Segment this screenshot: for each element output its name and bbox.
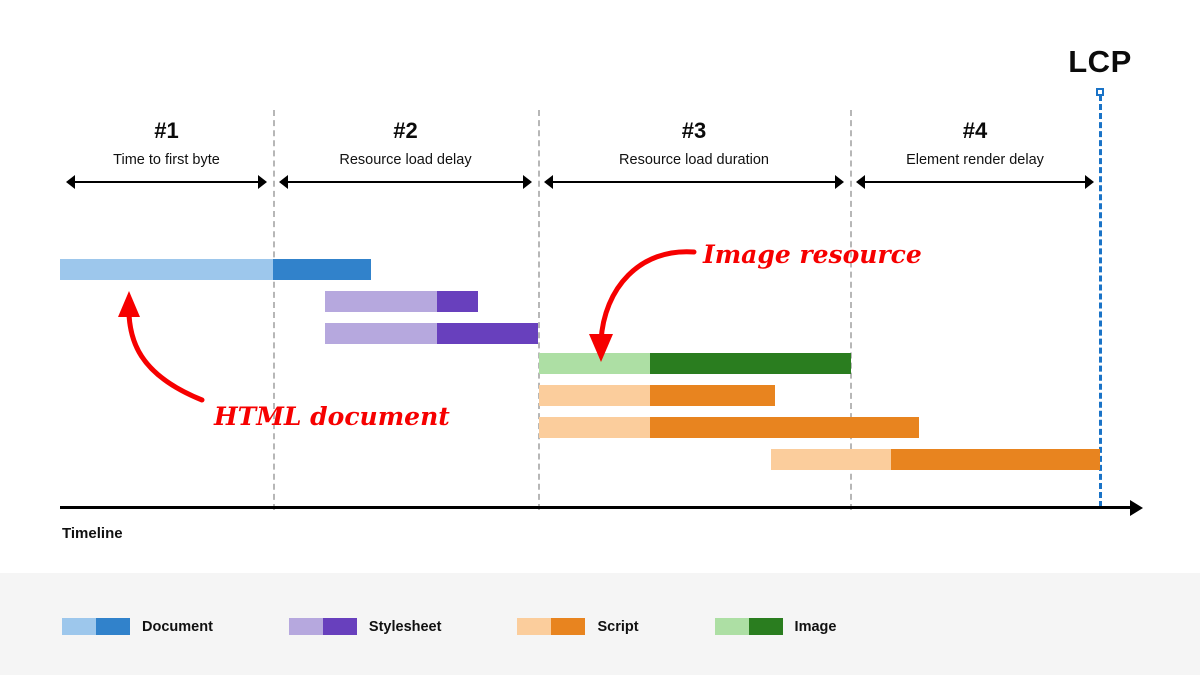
arrow-shaft [551,181,837,183]
resource-bar-script [771,449,1100,470]
legend-swatch-icon [517,618,586,635]
phase-name: Element render delay [906,152,1044,168]
phase-number: #1 [154,118,179,143]
bar-segment-wait [325,291,437,312]
legend-label: Stylesheet [368,618,442,635]
resource-bar-script [539,417,919,438]
resource-bar-image [539,353,851,374]
legend-label: Image [794,618,837,635]
phase-divider-2 [273,110,275,510]
legend-swatch-light [517,618,552,635]
arrow-right-icon [523,175,532,189]
phase-number: #3 [681,118,707,143]
legend-swatch-dark [748,618,783,635]
bar-segment-transfer [650,417,919,438]
lcp-vertical-line [1099,95,1102,507]
timeline-axis-label: Timeline [62,525,123,542]
legend-item-stylesheet: Stylesheet [288,618,442,635]
resource-bar-stylesheet [325,291,478,312]
timeline-axis-arrow-icon [1130,500,1143,516]
arrow-left-icon [544,175,553,189]
phase-name: Resource load delay [339,152,472,168]
legend-swatch-dark [96,618,130,635]
phase-measure-arrow-4 [856,175,1094,189]
legend-label: Document [142,618,213,635]
bar-segment-transfer [437,323,538,344]
arrow-shaft [286,181,525,183]
bar-segment-wait [539,353,650,374]
legend-items: Document Stylesheet Script Image [62,618,912,635]
legend-item-document: Document [62,618,213,635]
html-document-arrow-icon [118,291,205,403]
bar-segment-transfer [650,385,775,406]
arrow-left-icon [279,175,288,189]
bar-segment-wait [539,417,650,438]
bar-segment-wait [771,449,891,470]
bar-segment-wait [60,259,273,280]
bar-segment-transfer [437,291,478,312]
resource-bar-document [60,259,371,280]
legend-swatch-light [288,618,323,635]
legend-swatch-dark [551,618,586,635]
phase-measure-arrow-2 [279,175,532,189]
arrow-left-icon [856,175,865,189]
phase-measure-arrow-1 [66,175,267,189]
phase-divider-4 [850,110,852,510]
phase-name: Time to first byte [113,152,220,168]
bar-segment-wait [539,385,650,406]
bar-segment-transfer [891,449,1100,470]
legend-item-image: Image [714,618,837,635]
arrow-shaft [73,181,260,183]
legend-swatch-icon [288,618,357,635]
phase-measure-arrow-3 [544,175,844,189]
legend-swatch-icon [714,618,783,635]
annotation-text-1: HTML document [214,402,450,431]
bar-segment-transfer [273,259,371,280]
annotation-text-2: Image resource [703,240,922,269]
arrow-left-icon [66,175,75,189]
arrow-shaft [863,181,1087,183]
legend-swatch-light [62,618,96,635]
resource-bar-stylesheet [325,323,538,344]
resource-bar-script [539,385,775,406]
phase-name: Resource load duration [619,152,769,168]
legend-swatch-icon [62,618,130,635]
legend-panel: Document Stylesheet Script Image [0,573,1200,675]
arrow-right-icon [835,175,844,189]
arrow-right-icon [1085,175,1094,189]
bar-segment-wait [325,323,437,344]
timeline-axis [60,506,1130,509]
phase-number: #4 [962,118,988,143]
legend-swatch-dark [322,618,357,635]
legend-item-script: Script [517,618,639,635]
phase-divider-3 [538,110,540,510]
arrow-right-icon [258,175,267,189]
legend-swatch-light [714,618,749,635]
phase-number: #2 [393,118,418,143]
legend-label: Script [597,618,639,635]
bar-segment-transfer [650,353,851,374]
lcp-label: LCP [1068,44,1132,79]
image-resource-arrow-icon [589,249,697,362]
